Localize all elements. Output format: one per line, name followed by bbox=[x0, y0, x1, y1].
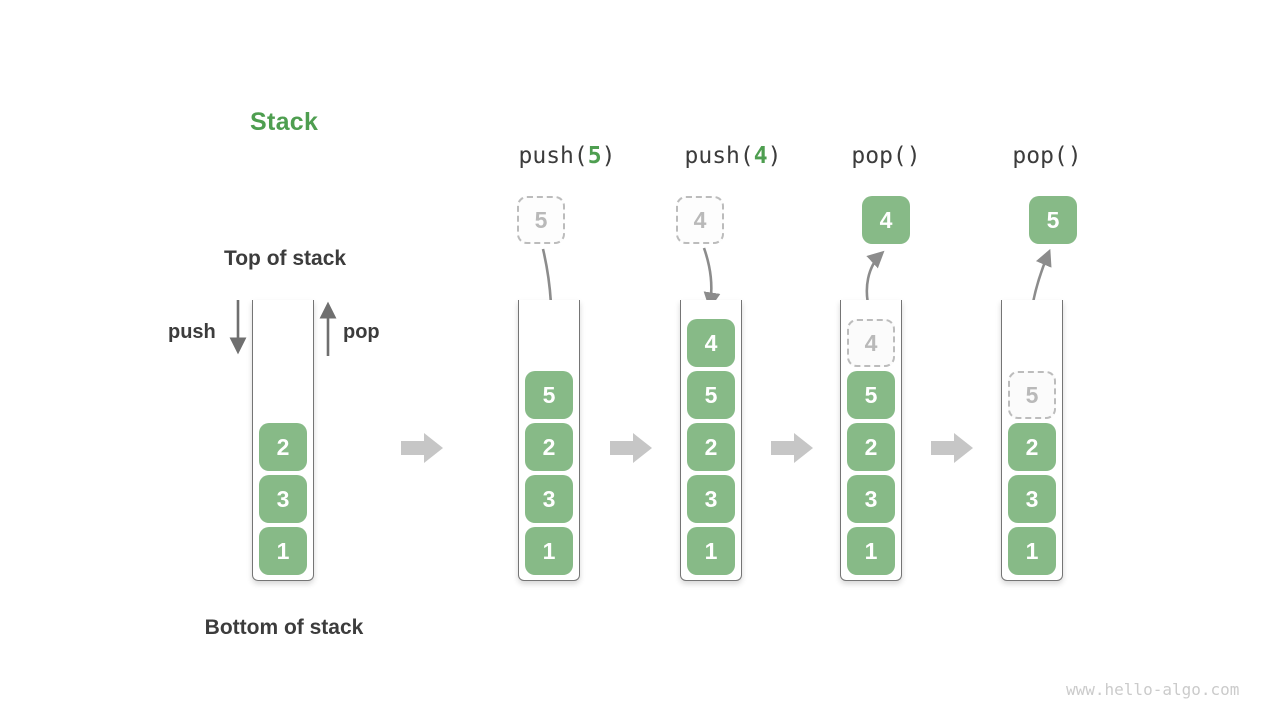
pushed-value-box: 4 bbox=[676, 196, 724, 244]
stack-block: 3 bbox=[847, 475, 895, 523]
stack-block: 4 bbox=[687, 319, 735, 367]
pushed-value-box: 5 bbox=[517, 196, 565, 244]
operation-arg: 5 bbox=[587, 143, 602, 169]
flow-arrow-icon bbox=[771, 433, 813, 463]
operation-call-label: push(5) bbox=[467, 143, 667, 169]
stack-block: 3 bbox=[259, 475, 307, 523]
operation-text: pop() bbox=[851, 143, 921, 169]
pop-label: pop bbox=[343, 321, 380, 343]
operation-call-label: pop() bbox=[947, 143, 1147, 169]
top-of-stack-label: Top of stack bbox=[223, 247, 347, 270]
stack-block: 1 bbox=[525, 527, 573, 575]
push-label: push bbox=[168, 321, 216, 343]
stack-block: 2 bbox=[847, 423, 895, 471]
stack-block: 1 bbox=[687, 527, 735, 575]
stack-block: 2 bbox=[259, 423, 307, 471]
stack-block-ghost: 4 bbox=[847, 319, 895, 367]
flow-arrow-icon bbox=[610, 433, 652, 463]
stack-block-ghost: 5 bbox=[1008, 371, 1056, 419]
stack-block: 2 bbox=[525, 423, 573, 471]
operation-text: pop() bbox=[1012, 143, 1082, 169]
popped-value-box: 5 bbox=[1029, 196, 1077, 244]
operation-text: ) bbox=[601, 143, 616, 169]
flow-arrow-icon bbox=[401, 433, 443, 463]
push4-insert-arrow-icon bbox=[702, 247, 721, 310]
watermark: www.hello-algo.com bbox=[1066, 680, 1240, 699]
operation-text: push( bbox=[684, 143, 754, 169]
stack-block: 1 bbox=[259, 527, 307, 575]
stack-block: 1 bbox=[847, 527, 895, 575]
operation-text: push( bbox=[518, 143, 588, 169]
stack-block: 3 bbox=[687, 475, 735, 523]
diagram-title: Stack bbox=[250, 108, 319, 136]
stack-block: 2 bbox=[687, 423, 735, 471]
popped-value-box: 4 bbox=[862, 196, 910, 244]
operation-arg: 4 bbox=[753, 143, 768, 169]
operation-text: ) bbox=[767, 143, 782, 169]
stack-block: 2 bbox=[1008, 423, 1056, 471]
operation-call-label: push(4) bbox=[633, 143, 833, 169]
stack-block: 5 bbox=[847, 371, 895, 419]
stack-block: 5 bbox=[525, 371, 573, 419]
operation-call-label: pop() bbox=[786, 143, 986, 169]
stack-block: 5 bbox=[687, 371, 735, 419]
bottom-of-stack-label: Bottom of stack bbox=[204, 616, 364, 639]
flow-arrow-icon bbox=[931, 433, 973, 463]
stack-block: 3 bbox=[1008, 475, 1056, 523]
stack-block: 3 bbox=[525, 475, 573, 523]
stack-block: 1 bbox=[1008, 527, 1056, 575]
